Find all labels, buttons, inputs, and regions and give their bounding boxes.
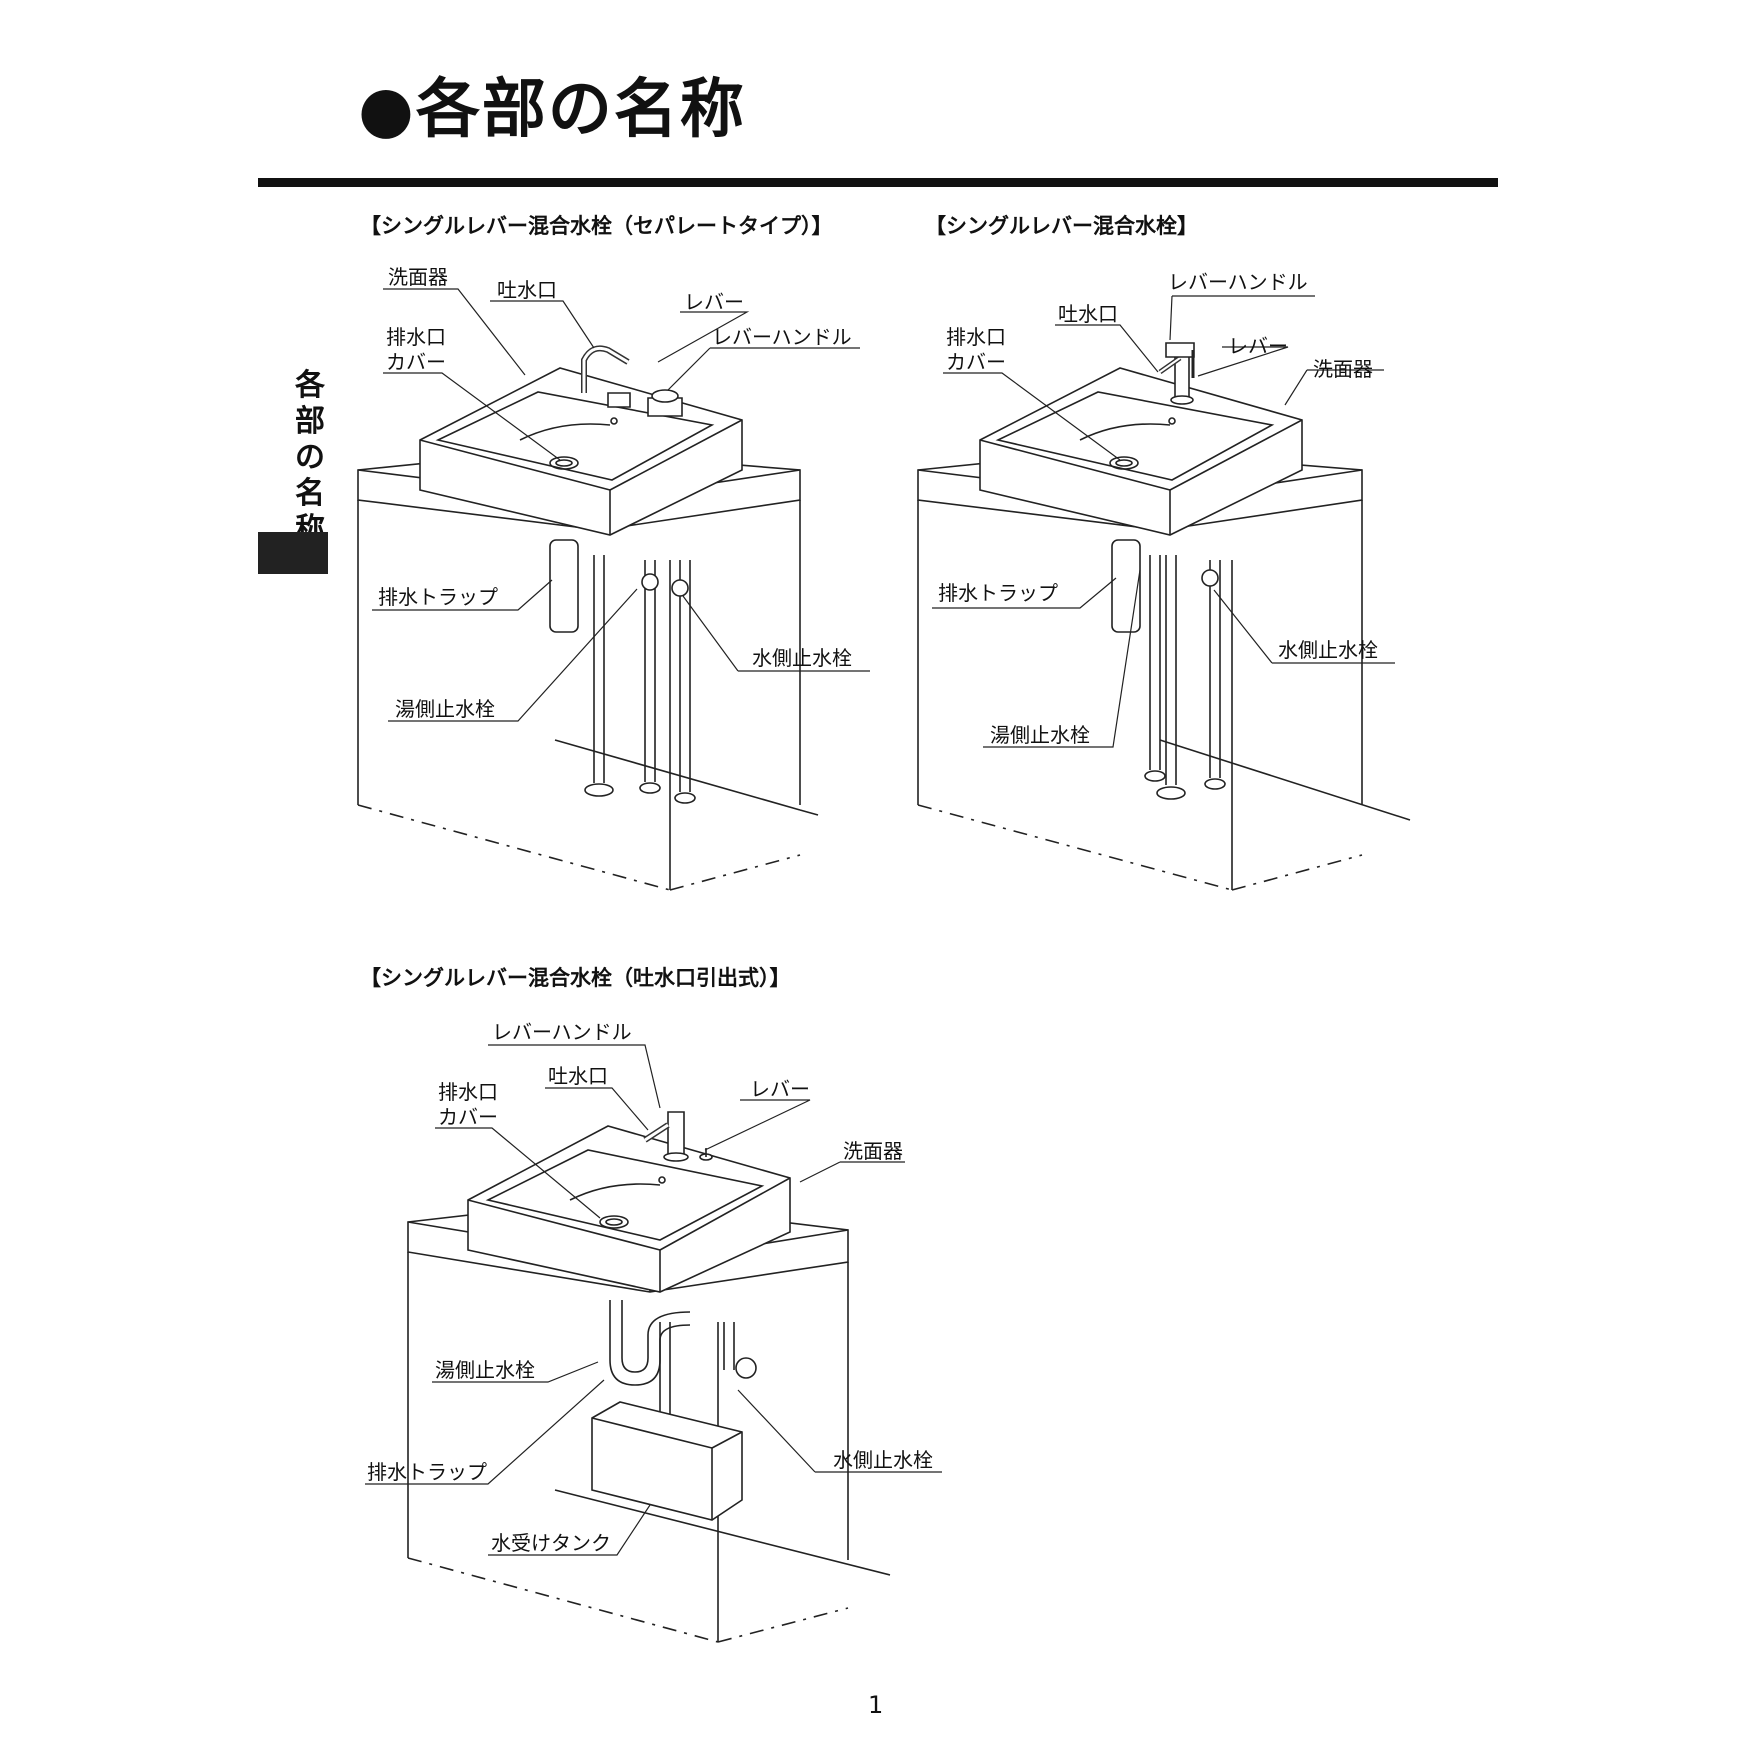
label-separate-hot-valve: 湯側止水栓 bbox=[395, 697, 495, 721]
label-pullout-cold-valve: 水側止水栓 bbox=[833, 1448, 933, 1472]
label-pullout-drain-trap: 排水トラップ bbox=[367, 1460, 487, 1484]
label-separate-spout: 吐水口 bbox=[497, 278, 557, 302]
label-pullout-basin: 洗面器 bbox=[843, 1139, 903, 1163]
page-number: 1 bbox=[868, 1691, 884, 1719]
label-single-lever-handle: レバーハンドル bbox=[1168, 270, 1308, 294]
side-tab: 各 部 の 名 称 bbox=[290, 368, 330, 548]
label-single-spout: 吐水口 bbox=[1058, 302, 1118, 326]
diagram-separate bbox=[358, 289, 870, 890]
label-separate-drain-cover-2: カバー bbox=[386, 350, 446, 374]
label-pullout-lever: レバー bbox=[750, 1077, 810, 1101]
section-heading-single: 【シングルレバー混合水栓】 bbox=[925, 214, 1198, 238]
label-separate-lever-handle: レバーハンドル bbox=[712, 325, 852, 349]
label-separate-lever: レバー bbox=[684, 290, 744, 314]
label-pullout-spout: 吐水口 bbox=[548, 1064, 608, 1088]
side-tab-char: の bbox=[295, 440, 325, 475]
label-single-drain-cover-1: 排水口 bbox=[946, 325, 1006, 349]
label-pullout-drain-cover-2: カバー bbox=[438, 1105, 498, 1129]
label-pullout-hot-valve: 湯側止水栓 bbox=[435, 1358, 535, 1382]
label-single-hot-valve: 湯側止水栓 bbox=[990, 723, 1090, 747]
label-pullout-lever-handle: レバーハンドル bbox=[492, 1020, 632, 1044]
label-separate-cold-valve: 水側止水栓 bbox=[752, 646, 852, 670]
diagram-pullout bbox=[365, 1045, 942, 1642]
label-pullout-drain-cover-1: 排水口 bbox=[438, 1080, 498, 1104]
page-title: ●各部の名称 bbox=[358, 73, 746, 147]
title-rule bbox=[258, 178, 1498, 187]
label-separate-basin: 洗面器 bbox=[388, 265, 448, 289]
label-single-drain-trap: 排水トラップ bbox=[938, 581, 1058, 605]
section-heading-separate: 【シングルレバー混合水栓（セパレートタイプ）】 bbox=[360, 214, 833, 238]
diagram-single bbox=[918, 296, 1410, 890]
side-tab-char: 名 bbox=[295, 476, 325, 511]
side-tab-block bbox=[258, 532, 328, 574]
label-separate-drain-cover-1: 排水口 bbox=[386, 325, 446, 349]
section-heading-pullout: 【シングルレバー混合水栓（吐水口引出式）】 bbox=[360, 966, 791, 990]
label-single-lever: レバー bbox=[1228, 334, 1288, 358]
label-single-drain-cover-2: カバー bbox=[946, 350, 1006, 374]
side-tab-char: 各 bbox=[295, 368, 325, 403]
label-separate-drain-trap: 排水トラップ bbox=[378, 585, 498, 609]
label-pullout-water-tank: 水受けタンク bbox=[491, 1531, 611, 1555]
side-tab-char: 部 bbox=[295, 404, 325, 439]
label-single-cold-valve: 水側止水栓 bbox=[1278, 638, 1378, 662]
label-single-basin: 洗面器 bbox=[1313, 357, 1373, 381]
